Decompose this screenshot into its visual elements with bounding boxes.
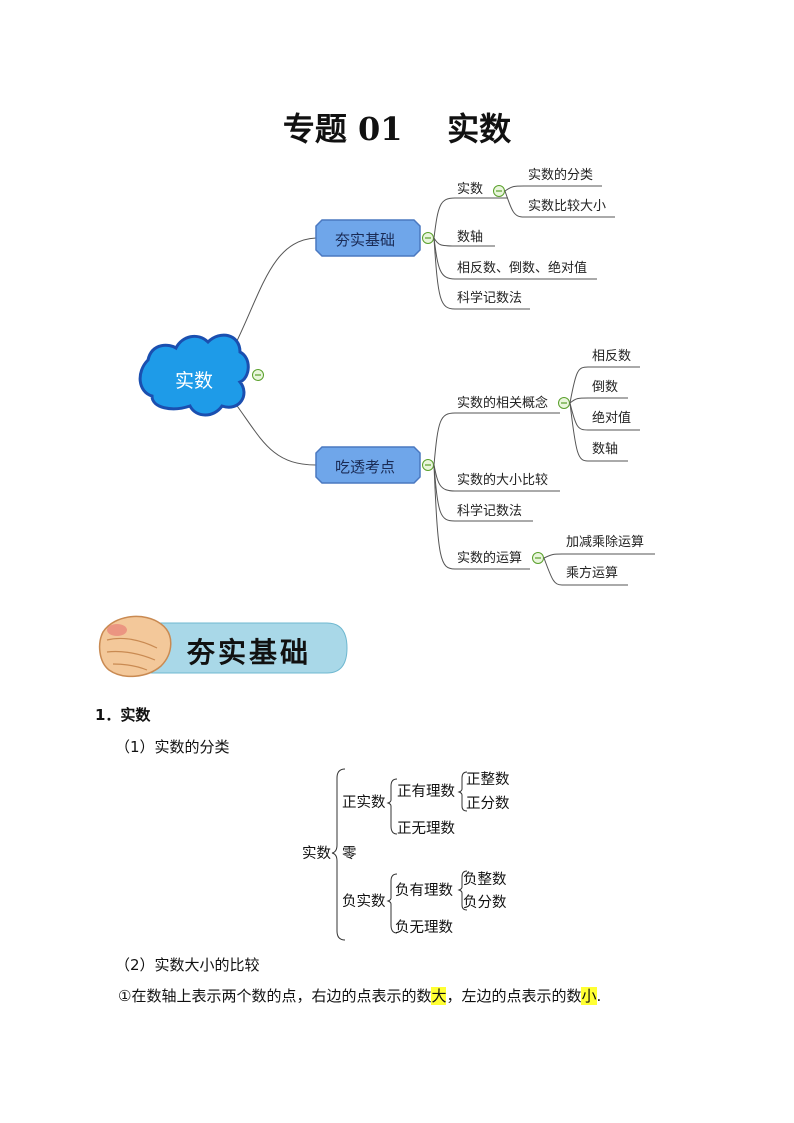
rule-1-part2: ，左边的点表示的数 — [446, 987, 582, 1005]
rule-1-highlight-small: 小 — [581, 987, 597, 1005]
brace-negative — [386, 873, 398, 934]
banner-bar — [134, 622, 348, 674]
cls-negative: 负实数 — [342, 894, 386, 910]
branch2-node-shape — [315, 446, 421, 484]
mindmap — [138, 185, 655, 586]
brace-neg-rational — [457, 870, 468, 911]
yunsuan-collapse-icon[interactable] — [532, 552, 544, 564]
rule-1-part1: ①在数轴上表示两个数的点，右边的点表示的数 — [118, 987, 432, 1005]
connector-root-branch2 — [234, 402, 317, 466]
rule-1: ①在数轴上表示两个数的点，右边的点表示的数大，左边的点表示的数小. — [118, 986, 601, 1006]
root-collapse-icon[interactable] — [252, 369, 264, 381]
mm-item-shishu[interactable]: 实数 — [457, 182, 484, 197]
cls-pos-fraction: 正分数 — [466, 796, 510, 812]
brace-main — [331, 768, 346, 941]
mm-item-xiangfanshu[interactable]: 相反数、倒数、绝对值 — [457, 261, 588, 276]
section-banner — [98, 615, 348, 678]
mm-item-yunsuan[interactable]: 实数的运算 — [457, 551, 523, 566]
cls-neg-integer: 负整数 — [463, 872, 507, 888]
gainian-collapse-icon[interactable] — [558, 397, 570, 409]
banner-title: 夯实基础 — [187, 636, 312, 669]
branch1-node-shape — [315, 219, 421, 257]
mm-item-xiangfan[interactable]: 相反数 — [592, 349, 632, 364]
cls-neg-fraction: 负分数 — [463, 895, 507, 911]
branch2-collapse-icon[interactable] — [422, 459, 434, 471]
mm-item-daxiao[interactable]: 实数的大小比较 — [457, 473, 549, 488]
mm-item-chengfang[interactable]: 乘方运算 — [566, 566, 619, 581]
page-title: 专题 01 实数 — [282, 110, 512, 148]
cls-neg-irrational: 负无理数 — [395, 920, 453, 936]
mindmap-branch1-label[interactable]: 夯实基础 — [335, 231, 396, 249]
connector-root-branch1 — [234, 237, 317, 346]
mm-item-shishu-bijiao[interactable]: 实数比较大小 — [528, 199, 607, 214]
mm-item-kexue-2[interactable]: 科学记数法 — [457, 504, 523, 519]
branch1-collapse-icon[interactable] — [422, 232, 434, 244]
subheading-comparison: （2）实数大小的比较 — [115, 956, 260, 974]
cls-zero: 零 — [342, 846, 357, 862]
mm-item-gainian[interactable]: 实数的相关概念 — [457, 396, 549, 411]
mindmap-branch2-label[interactable]: 吃透考点 — [335, 458, 396, 476]
cls-positive: 正实数 — [342, 795, 386, 811]
subheading-classification: （1）实数的分类 — [115, 738, 230, 756]
seashell-icon — [98, 615, 172, 678]
mm-item-kexue-1[interactable]: 科学记数法 — [457, 291, 523, 306]
mm-item-juedui[interactable]: 绝对值 — [592, 411, 632, 426]
mm-item-jiajian[interactable]: 加减乘除运算 — [566, 535, 645, 550]
brace-pos-rational — [457, 771, 468, 812]
brace-positive — [386, 778, 398, 835]
cls-pos-rational: 正有理数 — [397, 784, 455, 800]
cls-pos-irrational: 正无理数 — [397, 821, 455, 837]
shishu-collapse-icon[interactable] — [493, 185, 505, 197]
section1-heading: 1．实数 — [95, 706, 151, 724]
mm-item-shuzhou-2[interactable]: 数轴 — [592, 442, 619, 457]
mindmap-root-label[interactable]: 实数 — [175, 370, 214, 392]
mm-item-shishu-fenlei[interactable]: 实数的分类 — [528, 168, 594, 183]
rule-1-highlight-big: 大 — [431, 987, 447, 1005]
cls-root: 实数 — [302, 846, 331, 862]
mm-item-shuzhou[interactable]: 数轴 — [457, 230, 484, 245]
root-node-shape — [138, 333, 250, 417]
rule-1-part3: . — [596, 987, 602, 1005]
cls-neg-rational: 负有理数 — [395, 883, 453, 899]
cls-pos-integer: 正整数 — [466, 772, 510, 788]
mm-item-daoshu[interactable]: 倒数 — [592, 380, 619, 395]
